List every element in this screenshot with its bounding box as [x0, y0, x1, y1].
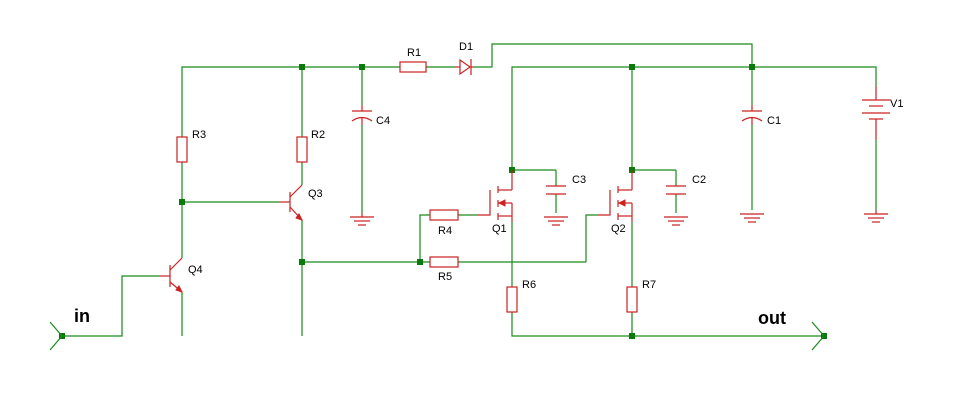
label-r3: R3	[192, 129, 206, 141]
output-port-icon	[811, 321, 825, 351]
label-r4: R4	[438, 225, 452, 237]
output-port-label: out	[758, 308, 786, 328]
resistor-r6	[506, 286, 518, 313]
junction-node	[299, 259, 305, 265]
junction-node	[749, 64, 755, 70]
transistor-q1	[478, 170, 513, 222]
capacitor-c2	[666, 185, 686, 195]
label-q3: Q3	[308, 188, 323, 200]
resistor-r7	[626, 286, 638, 313]
ground-c1	[740, 213, 764, 223]
diode-d1	[455, 58, 473, 76]
resistor-r1	[399, 61, 427, 73]
label-q2: Q2	[611, 223, 626, 235]
label-q4: Q4	[188, 264, 203, 276]
junction-node	[179, 199, 185, 205]
label-c2: C2	[692, 174, 706, 186]
transistor-q2	[598, 170, 633, 222]
label-r1: R1	[407, 47, 421, 59]
resistor-r4	[429, 209, 459, 221]
label-d1: D1	[459, 41, 473, 53]
input-port-icon	[49, 321, 63, 351]
resistor-r3	[176, 136, 188, 163]
input-port-label: in	[74, 306, 90, 326]
label-r7: R7	[642, 279, 656, 291]
transistor-q4	[160, 257, 183, 293]
ground-v1	[864, 210, 888, 223]
label-q1: Q1	[492, 223, 507, 235]
junction-nodes	[59, 64, 827, 339]
capacitor-c3	[546, 185, 566, 195]
junction-node	[417, 259, 423, 265]
battery-v1	[862, 86, 890, 140]
component-labels: R1 D1 R3 R2 C4 C1 V1 Q3 Q4 C3 C2 R4 Q1 Q…	[74, 41, 903, 328]
ground-c3	[544, 216, 568, 226]
resistor-r5	[429, 256, 459, 268]
junction-node	[629, 64, 635, 70]
label-c3: C3	[572, 174, 586, 186]
junction-node	[299, 64, 305, 70]
capacitor-c4	[351, 105, 373, 125]
transistor-q3	[280, 184, 303, 221]
label-c4: C4	[376, 115, 390, 127]
label-r6: R6	[522, 279, 536, 291]
label-r5: R5	[438, 271, 452, 283]
wires	[62, 43, 877, 337]
junction-node	[629, 333, 635, 339]
label-v1: V1	[890, 98, 903, 110]
label-r2: R2	[311, 129, 325, 141]
ground-c2	[664, 216, 688, 226]
resistor-r2	[296, 136, 308, 163]
capacitor-c1	[741, 105, 763, 125]
junction-node	[359, 64, 365, 70]
label-c1: C1	[767, 115, 781, 127]
ground-c4	[350, 213, 374, 226]
